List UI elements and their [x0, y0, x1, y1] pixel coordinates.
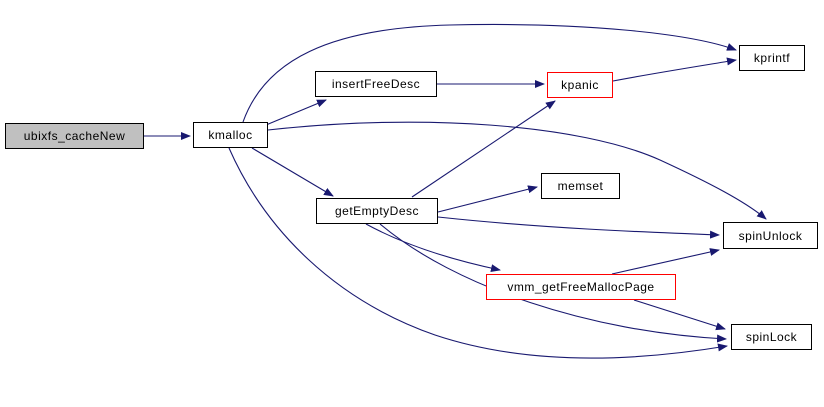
node-label: getEmptyDesc — [334, 204, 420, 218]
node-kpanic[interactable]: kpanic — [547, 72, 613, 98]
node-label: insertFreeDesc — [331, 77, 421, 91]
edge-kpanic-kprintf — [612, 57, 737, 82]
edge-kmalloc-kprintf — [242, 23, 737, 123]
edge-getEmptyDesc-spinLock — [379, 223, 727, 343]
edge-kmalloc-spinLock — [228, 147, 728, 359]
node-spinunlock[interactable]: spinUnlock — [723, 222, 818, 249]
node-label: kpanic — [561, 78, 599, 92]
edge-getEmptyDesc-memset — [437, 185, 538, 213]
edge-kmalloc-spinUnlock — [267, 121, 767, 220]
node-memset[interactable]: memset — [541, 173, 620, 199]
edge-kmalloc-insertFreeDesc — [265, 99, 327, 126]
node-label: kmalloc — [208, 128, 253, 142]
node-label: ubixfs_cacheNew — [23, 129, 126, 143]
node-label: spinLock — [745, 330, 798, 344]
node-kprintf[interactable]: kprintf — [739, 45, 805, 71]
edge-kmalloc-getEmptyDesc — [251, 147, 334, 197]
node-insertfreedesc[interactable]: insertFreeDesc — [315, 71, 437, 97]
node-label: spinUnlock — [738, 228, 803, 243]
node-kmalloc[interactable]: kmalloc — [193, 122, 268, 148]
node-label: memset — [557, 179, 604, 193]
node-vmm-getfreemallocpage[interactable]: vmm_getFreeMallocPage — [486, 274, 676, 300]
edge-getEmptyDesc-vmm_getFreeMallocPage — [365, 223, 501, 273]
edge-vmm_getFreeMallocPage-spinLock — [633, 299, 726, 331]
node-label: vmm_getFreeMallocPage — [507, 280, 655, 294]
edge-getEmptyDesc-spinUnlock — [437, 216, 720, 239]
edge-getEmptyDesc-kpanic — [411, 100, 556, 198]
node-ubixfs-cachenew: ubixfs_cacheNew — [5, 123, 144, 149]
node-label: kprintf — [753, 51, 791, 65]
node-spinlock[interactable]: spinLock — [731, 324, 812, 350]
edge-vmm_getFreeMallocPage-spinUnlock — [611, 248, 720, 275]
node-getemptydesc[interactable]: getEmptyDesc — [316, 198, 438, 224]
